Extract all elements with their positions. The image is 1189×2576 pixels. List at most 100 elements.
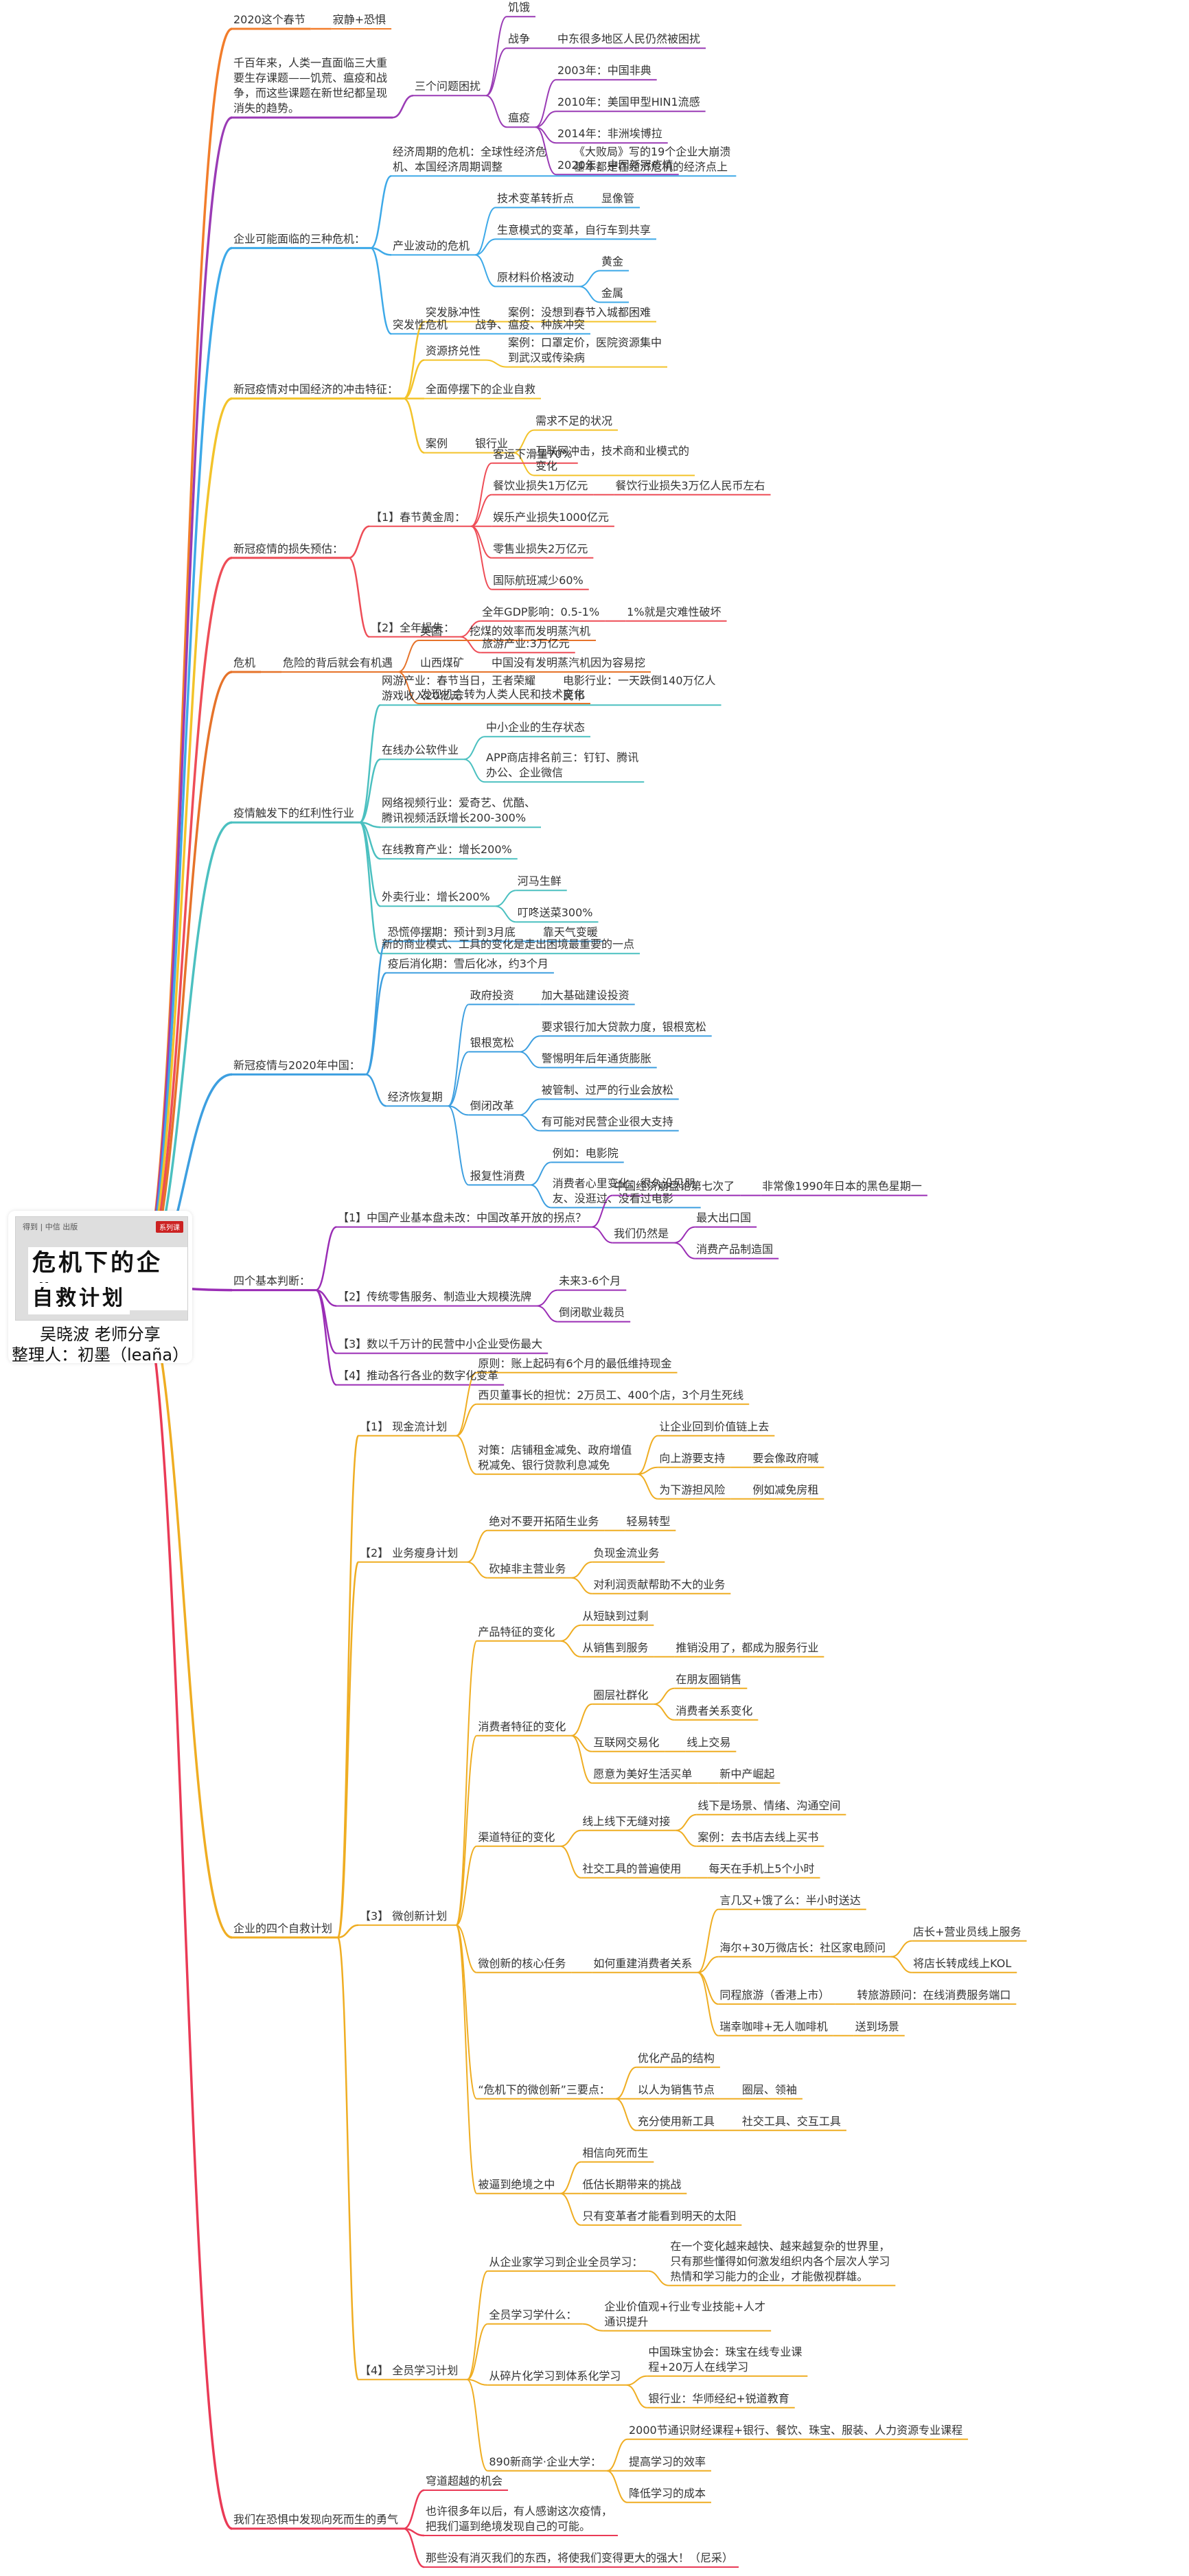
topic-10-3[interactable]: 【3】 微创新计划 <box>360 1910 447 1923</box>
topic-1[interactable]: 2020这个春节 <box>233 13 305 26</box>
topic-3-3-1[interactable]: 战争、瘟疫、种族冲突 <box>475 318 585 331</box>
topic-10-3-4-1-3-1[interactable]: 转旅游顾问：在线消费服务端口 <box>857 1988 1011 2001</box>
topic-5-1-2-1[interactable]: 餐饮行业损失3万亿人民币左右 <box>615 479 765 492</box>
topic-10-3-4[interactable]: 微创新的核心任务 <box>478 1957 566 1970</box>
topic-8-3-2-2[interactable]: 警惕明年后年通货膨胀 <box>542 1052 651 1065</box>
topic-4-1-1[interactable]: 案例：没想到春节入城都困难 <box>508 306 651 319</box>
topic-3[interactable]: 企业可能面临的三种危机： <box>233 232 365 245</box>
topic-5-1-4[interactable]: 零售业损失2万亿元 <box>493 542 588 555</box>
topic-10-3-5-3[interactable]: 充分使用新工具 <box>638 2115 715 2128</box>
topic-10-3-5-2-1[interactable]: 圈层、领袖 <box>742 2083 797 2096</box>
topic-10-4-2[interactable]: 全员学习学什么： <box>489 2308 577 2321</box>
topic-10-2-2-1[interactable]: 负现金流业务 <box>593 1546 659 1559</box>
topic-10-4-2-1[interactable]: 企业价值观+行业专业技能+人才通识提升 <box>604 2300 765 2328</box>
topic-9[interactable]: 四个基本判断： <box>233 1275 310 1288</box>
topic-9-1-1-1[interactable]: 非常像1990年日本的黑色星期一 <box>762 1180 922 1193</box>
topic-10-4-3-1[interactable]: 中国珠宝协会：珠宝在线专业课程+20万人在线学习 <box>648 2345 802 2374</box>
topic-4-2[interactable]: 资源挤兑性 <box>426 345 481 358</box>
topic-10-3-5-3-1[interactable]: 社交工具、交互工具 <box>742 2115 841 2128</box>
topic-10-3-2-1-2[interactable]: 消费者关系变化 <box>676 1704 752 1717</box>
topic-8-1[interactable]: 恐慌停摆期：预计到3月底 <box>388 925 516 938</box>
topic-10-4-4-3[interactable]: 降低学习的成本 <box>629 2487 706 2500</box>
topic-5-2-2[interactable]: 旅游产业:3万亿元 <box>482 637 570 650</box>
topic-3-2-3-2[interactable]: 金属 <box>601 286 623 299</box>
topic-7-4[interactable]: 在线教育产业：增长200% <box>382 843 512 856</box>
topic-10-1-3-2-1[interactable]: 要会像政府喊 <box>752 1452 818 1465</box>
topic-10-1[interactable]: 【1】 现金流计划 <box>360 1420 447 1433</box>
topic-5-1-3[interactable]: 娱乐产业损失1000亿元 <box>493 511 609 524</box>
topic-6-1[interactable]: 危险的背后就会有机遇 <box>283 656 393 669</box>
topic-7-2-2[interactable]: APP商店排名前三：钉钉、腾讯办公、企业微信 <box>486 751 638 779</box>
topic-10-3-2[interactable]: 消费者特征的变化 <box>478 1720 566 1733</box>
topic-8-3-4[interactable]: 报复性消费 <box>470 1169 525 1182</box>
topic-10-4[interactable]: 【4】 全员学习计划 <box>360 2364 458 2377</box>
topic-10-1-3-3[interactable]: 为下游担风险 <box>659 1483 725 1496</box>
topic-10-3-3-1[interactable]: 线上线下无缝对接 <box>582 1815 670 1828</box>
topic-6-1-2-1[interactable]: 中国没有发明蒸汽机因为容易挖 <box>492 656 645 669</box>
topic-10-3-6-2[interactable]: 低估长期带来的挑战 <box>582 2178 681 2191</box>
topic-2-1-3-3[interactable]: 2014年：非洲埃博拉 <box>557 127 662 140</box>
topic-11-1[interactable]: 穹道超越的机会 <box>426 2474 503 2487</box>
topic-10-3-3-1-1[interactable]: 线下是场景、情绪、沟通空间 <box>697 1799 840 1812</box>
topic-8[interactable]: 新冠疫情与2020年中国： <box>233 1058 360 1071</box>
topic-7-5-1[interactable]: 河马生鲜 <box>518 874 562 887</box>
topic-8-3-3-1[interactable]: 被管制、过严的行业会放松 <box>542 1083 673 1096</box>
topic-3-2-1[interactable]: 技术变革转折点 <box>497 192 574 205</box>
topic-10-3-4-1-4[interactable]: 瑞幸咖啡+无人咖啡机 <box>719 2020 827 2033</box>
topic-7-3[interactable]: 网络视频行业：爱奇艺、优酷、腾讯视频活跃增长200-300% <box>382 796 535 824</box>
topic-5[interactable]: 新冠疫情的损失预估： <box>233 542 343 555</box>
topic-3-2-3[interactable]: 原材料价格波动 <box>497 270 574 283</box>
topic-5-1-1[interactable]: 客运下滑量70% <box>493 448 573 461</box>
topic-5-2[interactable]: 【2】全年损失： <box>371 621 454 634</box>
topic-5-2-1-1[interactable]: 1%就是灾难性破坏 <box>627 605 721 618</box>
topic-8-3[interactable]: 经济恢复期 <box>388 1090 443 1103</box>
topic-10-1-3[interactable]: 对策：店铺租金减免、政府增值税减免、银行贷款利息减免 <box>478 1443 632 1472</box>
topic-5-1-2[interactable]: 餐饮业损失1万亿元 <box>493 479 588 492</box>
topic-8-3-4-2[interactable]: 消费者心里变化：很久没见朋友、没逛过、没看过电影 <box>553 1176 695 1205</box>
topic-10-3-2-3[interactable]: 愿意为美好生活买单 <box>593 1767 692 1780</box>
topic-10-4-4-1[interactable]: 2000节通识财经课程+银行、餐饮、珠宝、服装、人力资源专业课程 <box>629 2424 962 2437</box>
topic-3-1[interactable]: 经济周期的危机：全球性经济危机、本国经济周期调整 <box>393 145 546 173</box>
topic-11[interactable]: 我们在恐惧中发现向死而生的勇气 <box>233 2513 398 2526</box>
topic-10-2-2-2[interactable]: 对利润贡献帮助不大的业务 <box>593 1578 725 1591</box>
topic-2[interactable]: 千百年来，人类一直面临三大重要生存课题——饥荒、瘟疫和战争，而这些课题在新世纪都… <box>233 56 387 115</box>
topic-9-1-2[interactable]: 我们仍然是 <box>614 1227 669 1240</box>
topic-9-1[interactable]: 【1】中国产业基本盘未改：中国改革开放的拐点？ <box>338 1211 586 1225</box>
topic-4-4-1[interactable]: 银行业 <box>475 437 508 450</box>
topic-2-1-3-4[interactable]: 2020年：中国新冠疫情 <box>557 159 673 172</box>
topic-10-3-5-1[interactable]: 优化产品的结构 <box>638 2052 715 2065</box>
topic-9-2-2[interactable]: 倒闭歇业裁员 <box>559 1306 625 1319</box>
topic-10-3-2-1-1[interactable]: 在朋友圈销售 <box>676 1673 741 1686</box>
topic-10-3-1[interactable]: 产品特征的变化 <box>478 1625 555 1638</box>
topic-8-3-2[interactable]: 银根宽松 <box>470 1036 514 1049</box>
topic-2-1-2-1[interactable]: 中东很多地区人民仍然被困扰 <box>557 32 700 45</box>
topic-4-3[interactable]: 全面停摆下的企业自救 <box>426 383 535 396</box>
topic-11-3[interactable]: 那些没有消灭我们的东西，将使我们变得更大的强大！（尼采） <box>426 2551 733 2564</box>
topic-8-3-3[interactable]: 倒闭改革 <box>470 1099 514 1112</box>
topic-10-3-4-1-1[interactable]: 言几又+饿了么：半小时送达 <box>719 1894 860 1907</box>
topic-7-6[interactable]: 新的商业模式、工具的变化是走出困境最重要的一点 <box>382 938 634 951</box>
root-node[interactable]: 得到 | 中信 出版 系列课 危机下的企业 自救计划 吴晓波 老师分享 整理人：… <box>8 1211 192 1365</box>
topic-3-2-1-1[interactable]: 显像管 <box>601 192 634 205</box>
topic-10-3-4-1-2[interactable]: 海尔+30万微店长：社区家电顾问 <box>719 1941 886 1954</box>
topic-10-3-6-3[interactable]: 只有变革者才能看到明天的太阳 <box>582 2209 736 2223</box>
topic-5-1-5[interactable]: 国际航班减少60% <box>493 574 584 587</box>
topic-10-3-3-2-1[interactable]: 每天在手机上5个小时 <box>708 1862 814 1875</box>
topic-7[interactable]: 疫情触发下的红利性行业 <box>233 807 354 820</box>
topic-10-4-1-1[interactable]: 在一个变化越来越快、越来越复杂的世界里，只有那些懂得如何激发组织内各个层次人学习… <box>670 2240 890 2283</box>
topic-10-3-5[interactable]: “危机下的微创新”三要点： <box>478 2083 610 2096</box>
topic-9-3[interactable]: 【3】数以千万计的民营中小企业受伤最大 <box>338 1338 542 1351</box>
topic-8-2[interactable]: 疫后消化期：雪后化冰，约3个月 <box>388 957 549 970</box>
topic-10[interactable]: 企业的四个自救计划 <box>233 1922 332 1935</box>
topic-6[interactable]: 危机 <box>233 656 255 669</box>
topic-2-1-3-1[interactable]: 2003年：中国非典 <box>557 64 651 77</box>
topic-8-3-4-1[interactable]: 例如：电影院 <box>553 1146 619 1159</box>
topic-10-3-4-1[interactable]: 如何重建消费者关系 <box>593 1957 692 1970</box>
topic-7-2[interactable]: 在线办公软件业 <box>382 743 459 756</box>
topic-10-3-3[interactable]: 渠道特征的变化 <box>478 1831 555 1844</box>
topic-10-2[interactable]: 【2】 业务瘦身计划 <box>360 1546 458 1559</box>
topic-9-2[interactable]: 【2】传统零售服务、制造业大规模洗牌 <box>338 1290 531 1303</box>
topic-10-3-6-1[interactable]: 相信向死而生 <box>582 2146 648 2159</box>
topic-10-2-1[interactable]: 绝对不要开拓陌生业务 <box>489 1515 599 1528</box>
topic-4-2-1[interactable]: 案例：口罩定价，医院资源集中到武汉或传染病 <box>508 336 662 364</box>
